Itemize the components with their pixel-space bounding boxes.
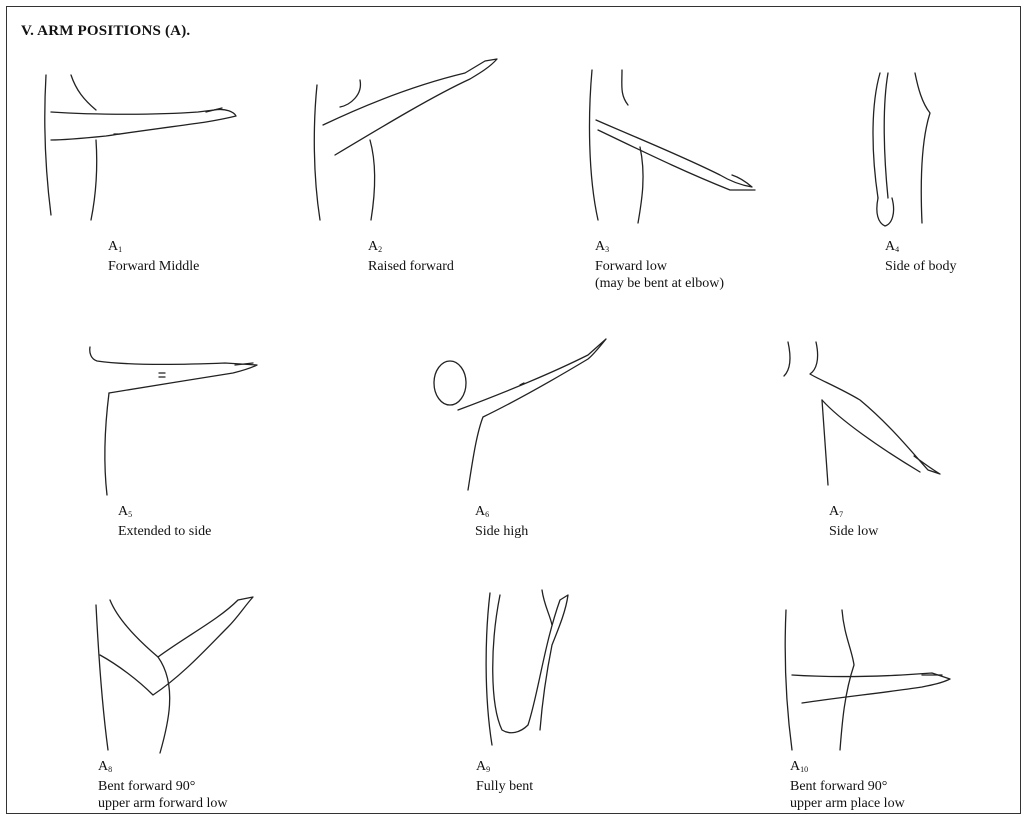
- caption-a8: A8 Bent forward 90° upper arm forward lo…: [98, 758, 227, 812]
- position-label: Raised forward: [368, 258, 454, 275]
- position-code: A3: [595, 238, 724, 258]
- position-code: A6: [475, 503, 528, 523]
- figure-a8-bent-forward: [88, 595, 268, 755]
- caption-a4: A4 Side of body: [885, 238, 957, 275]
- caption-a7: A7 Side low: [829, 503, 878, 540]
- position-label: Side low: [829, 523, 878, 540]
- figure-a2-raised-forward: [305, 55, 505, 225]
- caption-a6: A6 Side high: [475, 503, 528, 540]
- position-label: Extended to side: [118, 523, 211, 540]
- figure-a10-bent-forward: [782, 605, 962, 755]
- caption-a10: A10 Bent forward 90° upper arm place low: [790, 758, 905, 812]
- caption-a5: A5 Extended to side: [118, 503, 211, 540]
- position-code: A2: [368, 238, 454, 258]
- figure-a1-forward-middle: [36, 70, 246, 230]
- position-code: A5: [118, 503, 211, 523]
- figure-a7-side-low: [780, 340, 950, 490]
- position-code: A4: [885, 238, 957, 258]
- position-note: (may be bent at elbow): [595, 275, 724, 292]
- position-code: A7: [829, 503, 878, 523]
- figure-a4-side-of-body: [860, 68, 950, 233]
- position-label: Side high: [475, 523, 528, 540]
- position-note: upper arm place low: [790, 795, 905, 812]
- figure-a5-extended-to-side: [85, 345, 275, 500]
- position-label: Forward low: [595, 258, 724, 275]
- position-code: A10: [790, 758, 905, 778]
- position-label: Side of body: [885, 258, 957, 275]
- position-label: Fully bent: [476, 778, 533, 795]
- caption-a1: A1 Forward Middle: [108, 238, 199, 275]
- position-code: A8: [98, 758, 227, 778]
- caption-a2: A2 Raised forward: [368, 238, 454, 275]
- figure-a3-forward-low: [580, 65, 770, 225]
- position-note: upper arm forward low: [98, 795, 227, 812]
- figure-a9-fully-bent: [480, 585, 580, 755]
- diagram-title: V. ARM POSITIONS (A).: [21, 23, 190, 40]
- caption-a9: A9 Fully bent: [476, 758, 533, 795]
- caption-a3: A3 Forward low (may be bent at elbow): [595, 238, 724, 292]
- position-code: A9: [476, 758, 533, 778]
- figure-a6-side-high: [428, 335, 618, 495]
- position-label: Bent forward 90°: [790, 778, 905, 795]
- position-code: A1: [108, 238, 199, 258]
- position-label: Bent forward 90°: [98, 778, 227, 795]
- position-label: Forward Middle: [108, 258, 199, 275]
